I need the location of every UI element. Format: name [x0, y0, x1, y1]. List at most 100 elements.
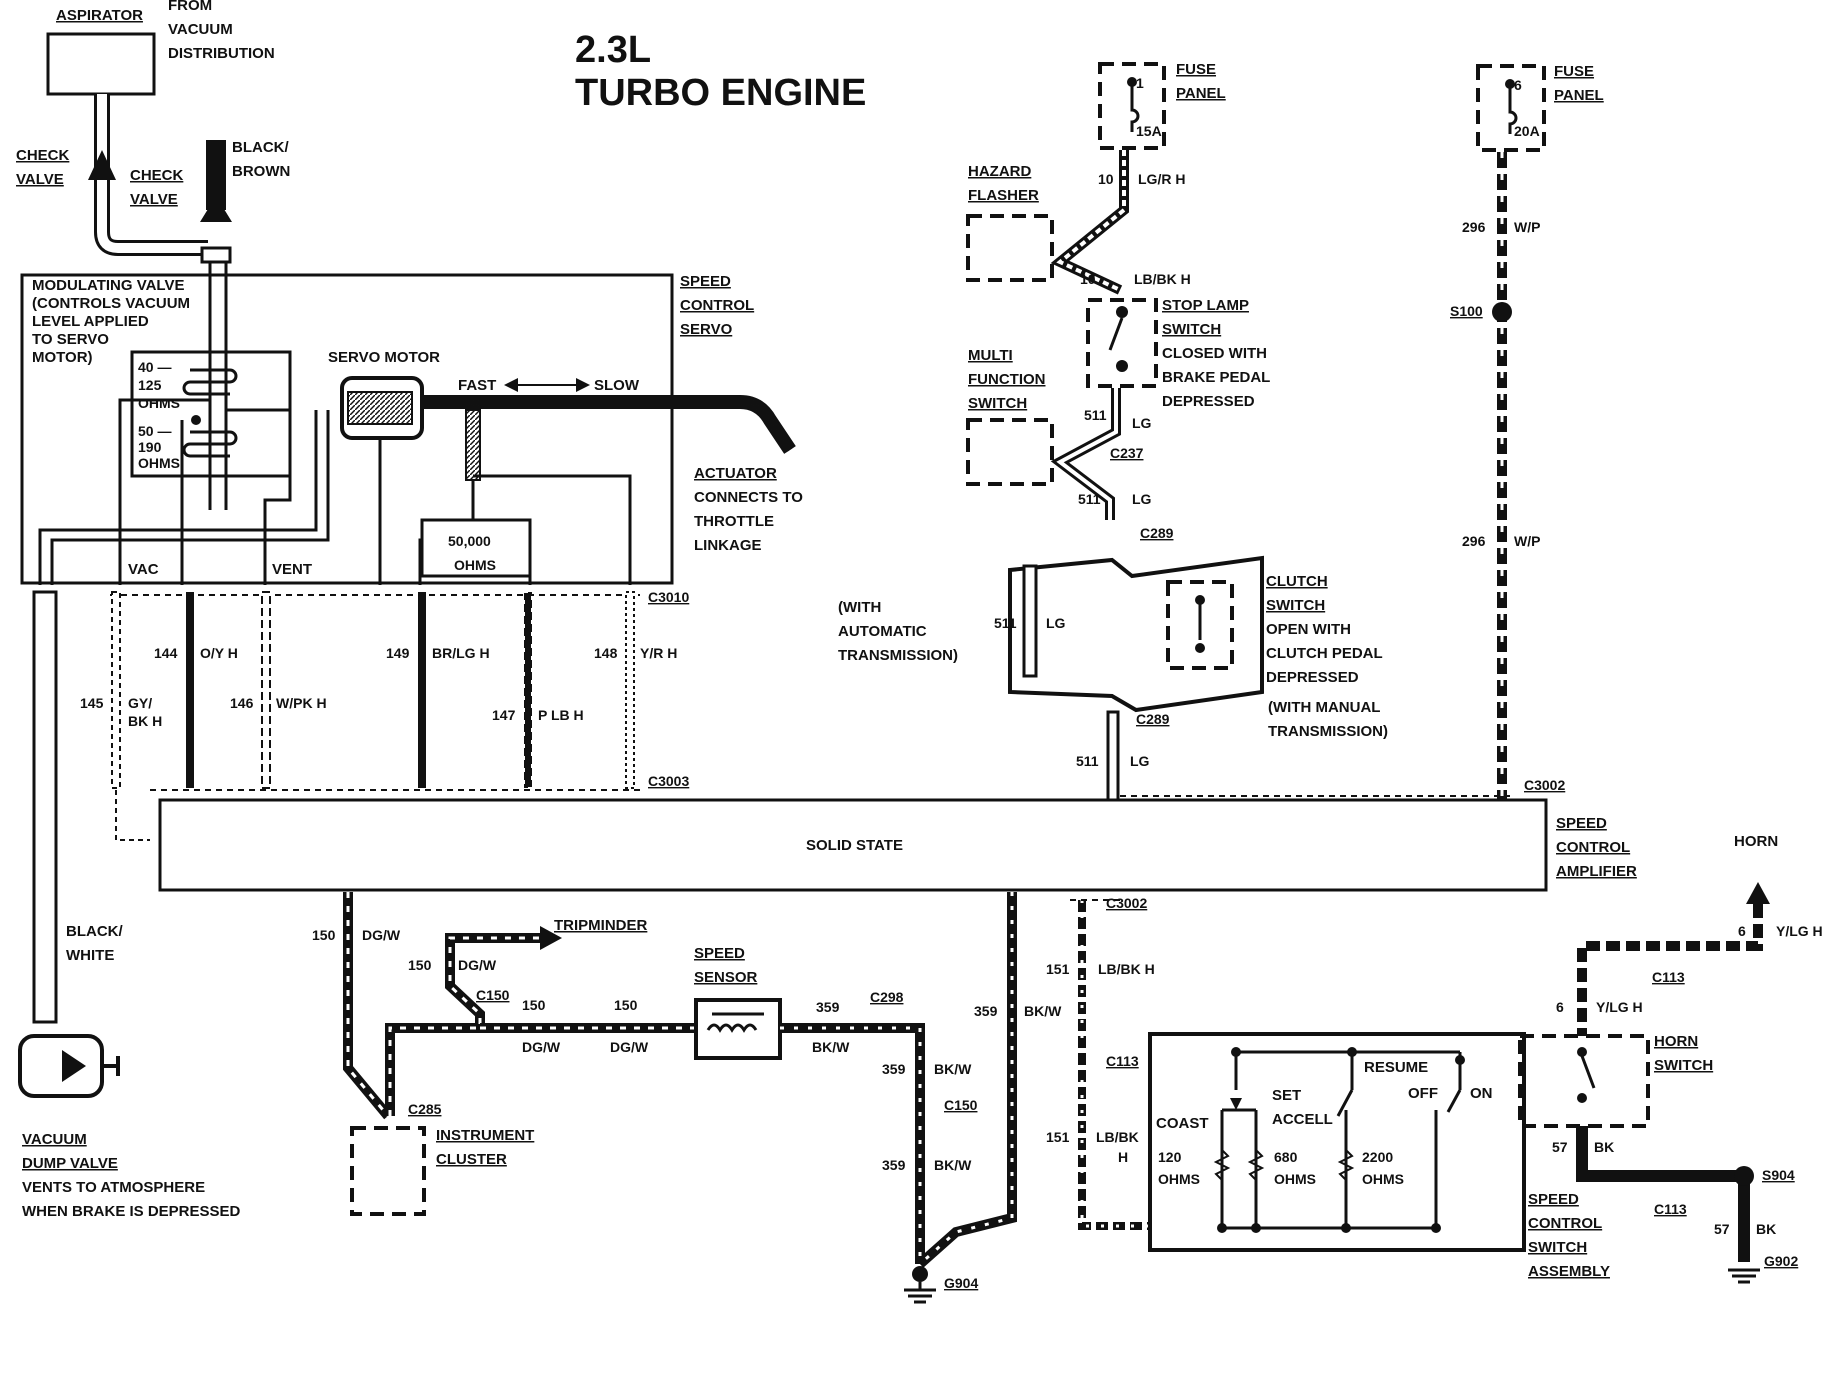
w296a-color: W/P [1514, 219, 1540, 235]
w511a-num: 511 [1084, 407, 1107, 423]
c113c-label: C113 [1654, 1201, 1687, 1217]
black-white-hose [32, 590, 58, 1024]
fuse-6-icon [1508, 88, 1518, 134]
ohms2-1: 50 — [138, 423, 171, 439]
instrument-cluster-1: INSTRUMENT [436, 1127, 534, 1144]
w511d-color: LG [1130, 753, 1150, 769]
c3003-label: C3003 [648, 773, 689, 789]
switch-assembly-network [1220, 1050, 1462, 1230]
w57b-num: 57 [1714, 1221, 1730, 1237]
off-label: OFF [1408, 1085, 1438, 1102]
s100-label: S100 [1450, 303, 1483, 319]
speed-sensor-2: SENSOR [694, 969, 758, 986]
check-valve-right-2: VALVE [130, 191, 178, 208]
stop-switch-5: DEPRESSED [1162, 393, 1255, 410]
fuse-1-icon [1130, 86, 1140, 132]
amplifier-label-1: SPEED [1556, 815, 1607, 832]
fuse-1-num: 1 [1136, 75, 1144, 91]
stop-switch-dot-top [1116, 306, 1128, 318]
w6b-num: 6 [1556, 999, 1564, 1015]
stop-switch-2: SWITCH [1162, 321, 1221, 338]
horn-switch-dot-bottom [1577, 1093, 1587, 1103]
fuse-6-num: 6 [1514, 77, 1522, 93]
upper-wire-group [111, 591, 635, 789]
w6a-num: 6 [1738, 923, 1746, 939]
wire-151 [1078, 900, 1150, 1230]
stop-switch-1: STOP LAMP [1162, 297, 1249, 314]
pot-label-2: OHMS [454, 557, 496, 573]
coast-contact-icon [1230, 1098, 1242, 1110]
multi-3: SWITCH [968, 395, 1027, 412]
aspirator-hose-core [97, 94, 208, 253]
wire-149 [418, 592, 426, 788]
tripminder-arrow-icon [540, 926, 562, 950]
w359b-num: 359 [882, 1061, 906, 1077]
arrow-right-icon [576, 378, 590, 392]
c237-label: C237 [1110, 445, 1144, 461]
from-vacuum-3: DISTRIBUTION [168, 45, 275, 62]
mod-valve-3: LEVEL APPLIED [32, 313, 149, 330]
on-label: ON [1470, 1085, 1493, 1102]
wire-145 [111, 591, 121, 789]
w150b-num: 150 [408, 957, 432, 973]
from-vacuum-1: FROM [168, 0, 212, 14]
off-on-blade [1446, 1089, 1462, 1113]
fuse-1-top-dot [1127, 77, 1137, 87]
horn-switch-blade [1580, 1055, 1596, 1089]
stop-switch-3: CLOSED WITH [1162, 345, 1267, 362]
multi-function-box [966, 418, 1054, 486]
s904-splice-icon [1734, 1166, 1754, 1186]
multi-2: FUNCTION [968, 371, 1046, 388]
s100-splice-icon [1492, 302, 1512, 322]
wire-145-color-2: BK H [128, 713, 162, 729]
title-line-1: 2.3L [575, 29, 651, 71]
w150a-color: DG/W [362, 927, 401, 943]
clutch-2: SWITCH [1266, 597, 1325, 614]
servo-title-2: CONTROL [680, 297, 754, 314]
w10a-color: LG/R H [1138, 171, 1185, 187]
c113a-label: C113 [1106, 1053, 1139, 1069]
clutch-1: CLUTCH [1266, 573, 1328, 590]
sa-node-4 [1217, 1223, 1227, 1233]
s904-label: S904 [1762, 1167, 1795, 1183]
g902-label: G902 [1764, 1253, 1798, 1269]
clutch-4: CLUTCH PEDAL [1266, 645, 1383, 662]
wire-144-num: 144 [154, 645, 178, 661]
w57a-color: BK [1594, 1139, 1614, 1155]
black-white-1: BLACK/ [66, 923, 123, 940]
w151a-color: LB/BK H [1098, 961, 1155, 977]
dump-valve-4: WHEN BRAKE IS DEPRESSED [22, 1203, 241, 1220]
servo-motor-spring [347, 391, 413, 425]
servo-box [20, 273, 674, 585]
solid-state-label: SOLID STATE [806, 837, 903, 854]
clutch-dot-top [1195, 595, 1205, 605]
check-valve-right-icon [200, 196, 232, 222]
check-valve-left-2: VALVE [16, 171, 64, 188]
w10a-num: 10 [1098, 171, 1114, 187]
w359d-color: BK/W [1024, 1003, 1062, 1019]
accel-label: ACCELL [1272, 1111, 1333, 1128]
fuse-6-top-dot [1505, 79, 1515, 89]
sa-node-5 [1251, 1223, 1261, 1233]
sa-node-6 [1341, 1223, 1351, 1233]
wire-150-a-stripe [346, 892, 390, 1117]
mod-valve-5: MOTOR) [32, 349, 93, 366]
wire-147 [523, 591, 533, 789]
wire-149-color: BR/LG H [432, 645, 490, 661]
g904-dot [912, 1266, 928, 1282]
w359b-color: BK/W [934, 1061, 972, 1077]
switch-assembly-2: CONTROL [1528, 1215, 1602, 1232]
hose-fitting [200, 246, 232, 264]
switch-assembly-3: SWITCH [1528, 1239, 1587, 1256]
fuse-6-amp: 20A [1514, 123, 1540, 139]
tripminder-label: TRIPMINDER [554, 917, 648, 934]
w150d-color: DG/W [610, 1039, 649, 1055]
speed-sensor-coil-icon [706, 1012, 764, 1033]
c113b-label: C113 [1652, 969, 1685, 985]
sa-node-3 [1455, 1055, 1465, 1065]
instrument-cluster-2: CLUSTER [436, 1151, 507, 1168]
fuse-6-box [1476, 64, 1546, 152]
set-label: SET [1272, 1087, 1301, 1104]
w511d-num: 511 [1076, 753, 1099, 769]
